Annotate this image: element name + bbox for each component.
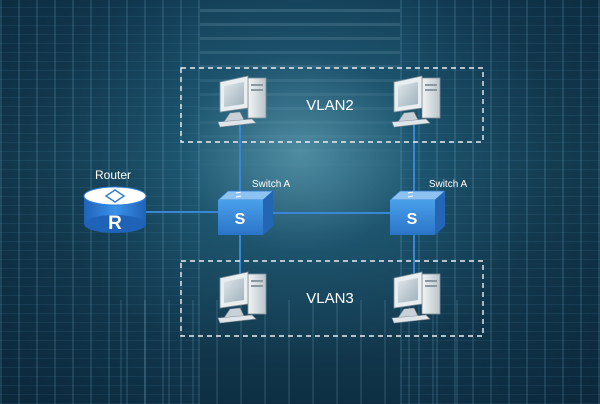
- computer-icon: [391, 271, 441, 324]
- switch-a-right-label: Switch A: [429, 179, 468, 190]
- router-icon: [83, 186, 147, 206]
- switch-icon: [218, 200, 263, 235]
- switch-a-left-label: Switch A: [252, 179, 291, 190]
- switch-a-right-symbol: S: [407, 211, 418, 228]
- computer-icon: [217, 75, 267, 128]
- switch-a-right: S Switch A: [388, 179, 468, 235]
- router-label: Router: [95, 168, 131, 182]
- computer-icon: [217, 271, 267, 324]
- switch-icon: [390, 200, 435, 235]
- vlan2-label: VLAN2: [306, 97, 354, 114]
- computer-icon: [391, 75, 441, 128]
- vlan2-box: [180, 67, 484, 143]
- switch-a-left: S Switch A: [216, 179, 291, 235]
- switch-a-left-symbol: S: [235, 211, 246, 228]
- vlan3-label: VLAN3: [306, 290, 354, 307]
- links: [145, 120, 415, 280]
- router: R Router: [83, 168, 147, 234]
- router-symbol: R: [108, 213, 122, 234]
